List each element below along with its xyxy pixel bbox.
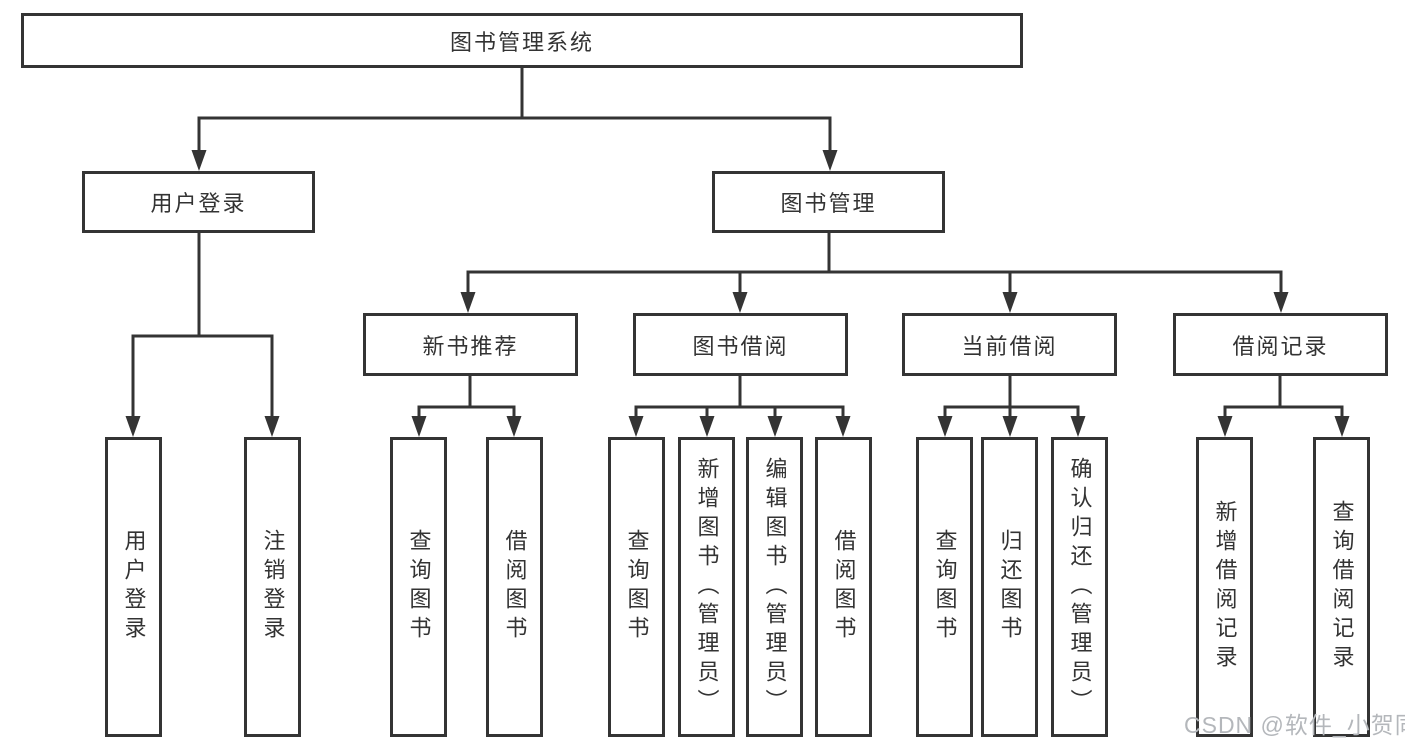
- leaf-add-book-admin: 新增图书（管理员）: [678, 437, 735, 737]
- leaf-borrow-books-recommend: 借阅图书: [486, 437, 543, 737]
- leaf-query-books-current: 查询图书: [916, 437, 973, 737]
- leaf-confirm-return-admin: 确认归还（管理员）: [1051, 437, 1108, 737]
- node-current-borrowing: 当前借阅: [902, 313, 1117, 376]
- csdn-watermark: CSDN @软件_小贺同学: [1184, 712, 1405, 738]
- leaf-user-login: 用户登录: [105, 437, 162, 737]
- leaf-query-books-borrowing: 查询图书: [608, 437, 665, 737]
- leaf-borrow-books: 借阅图书: [815, 437, 872, 737]
- node-new-book-recommend: 新书推荐: [363, 313, 578, 376]
- leaf-logout: 注销登录: [244, 437, 301, 737]
- leaf-query-borrow-record: 查询借阅记录: [1313, 437, 1370, 737]
- node-book-borrowing: 图书借阅: [633, 313, 848, 376]
- node-user-login: 用户登录: [82, 171, 315, 233]
- leaf-return-books: 归还图书: [981, 437, 1038, 737]
- arrowheads: [125, 150, 1350, 437]
- node-root-system: 图书管理系统: [21, 13, 1023, 68]
- node-book-management: 图书管理: [712, 171, 945, 233]
- leaf-add-borrow-record: 新增借阅记录: [1196, 437, 1253, 737]
- leaf-query-books-recommend: 查询图书: [390, 437, 447, 737]
- node-borrowing-records: 借阅记录: [1173, 313, 1388, 376]
- leaf-edit-book-admin: 编辑图书（管理员）: [746, 437, 803, 737]
